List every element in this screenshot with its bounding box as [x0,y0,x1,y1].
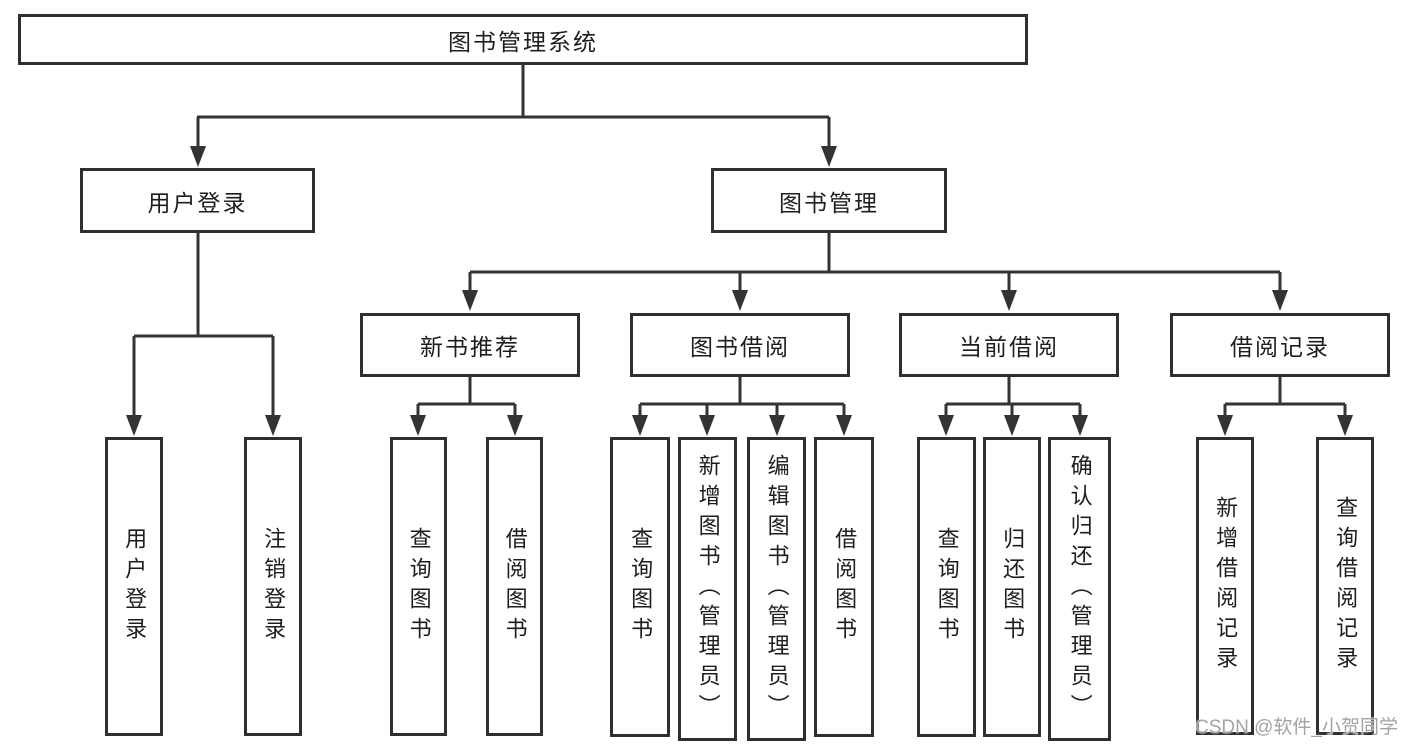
leaf-confirm-return-admin: 确认归还（管理员） [1048,437,1111,741]
connector-root-to-level2 [190,65,837,167]
node-current-borrow-label: 当前借阅 [959,334,1059,360]
leaf-add-borrow-record: 新增借阅记录 [1196,437,1254,735]
leaf-query-books-borrow: 查询图书 [610,437,670,737]
node-current-borrow: 当前借阅 [899,313,1119,377]
leaf-borrow-books-label: 借阅图书 [832,527,858,647]
leaf-query-books-recommend: 查询图书 [390,437,447,736]
leaf-edit-book-admin: 编辑图书（管理员） [747,437,806,741]
watermark: CSDN @软件_小贺同学 [1195,717,1398,738]
node-book-borrow: 图书借阅 [630,313,850,377]
node-borrow-records: 借阅记录 [1170,313,1390,377]
node-book-management-label: 图书管理 [779,189,879,216]
leaf-add-book-admin: 新增图书（管理员） [678,437,737,741]
leaf-confirm-return-admin-label: 确认归还（管理员） [1067,454,1093,724]
leaf-logout: 注销登录 [244,437,302,736]
connector-bookmgmt-to-level3 [462,233,1288,311]
node-user-login-label: 用户登录 [147,189,248,216]
leaf-query-borrow-record-label: 查询借阅记录 [1333,496,1359,676]
leaf-query-borrow-record: 查询借阅记录 [1316,437,1374,735]
node-user-login: 用户登录 [80,168,315,233]
leaf-add-borrow-record-label: 新增借阅记录 [1213,496,1239,676]
leaf-borrow-books-recommend-label: 借阅图书 [502,526,528,647]
connector-userlogin-to-leaves [126,233,281,436]
leaf-user-login: 用户登录 [105,437,163,736]
leaf-query-books-borrow-label: 查询图书 [628,527,654,647]
leaf-edit-book-admin-label: 编辑图书（管理员） [764,454,790,724]
connector-currentborrow-to-leaves [938,377,1088,436]
leaf-return-book-label: 归还图书 [1000,527,1026,647]
node-root-label: 图书管理系统 [448,28,598,55]
node-borrow-records-label: 借阅记录 [1230,334,1330,360]
leaf-borrow-books: 借阅图书 [814,437,874,737]
node-root: 图书管理系统 [18,14,1028,65]
leaf-query-books-current-label: 查询图书 [934,527,960,647]
connector-borrowrecords-to-leaves [1217,377,1353,436]
node-book-borrow-label: 图书借阅 [690,334,790,360]
node-new-book-recommend-label: 新书推荐 [420,334,520,360]
leaf-logout-label: 注销登录 [261,526,287,647]
leaf-add-book-admin-label: 新增图书（管理员） [695,454,721,724]
leaf-borrow-books-recommend: 借阅图书 [486,437,543,736]
node-book-management: 图书管理 [711,168,947,233]
leaf-return-book: 归还图书 [983,437,1041,737]
leaf-query-books-current: 查询图书 [917,437,976,737]
connector-newbook-to-leaves [410,377,523,436]
leaf-user-login-label: 用户登录 [122,526,148,647]
leaf-query-books-recommend-label: 查询图书 [406,526,432,647]
node-new-book-recommend: 新书推荐 [360,313,580,377]
connector-bookborrow-to-leaves [632,377,852,436]
